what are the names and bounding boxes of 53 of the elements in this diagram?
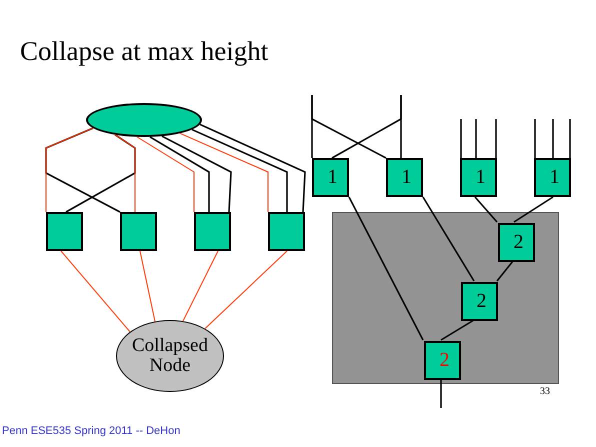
connector-line <box>475 119 477 158</box>
connector-line <box>45 127 120 213</box>
connector-line <box>440 379 442 408</box>
square-node <box>424 341 461 380</box>
connector-line <box>422 196 475 282</box>
connector-line <box>192 128 288 212</box>
square-node <box>386 158 423 197</box>
connector-line <box>460 119 462 158</box>
node-label: 2 <box>438 350 450 371</box>
square-node <box>268 212 305 251</box>
square-node <box>46 212 83 251</box>
collapse-region <box>332 212 559 384</box>
slide-title: Collapse at max height <box>20 36 268 67</box>
node-label: 2 <box>512 232 524 253</box>
square-node <box>312 158 349 197</box>
node-label: 1 <box>474 167 486 188</box>
node-label: 2 <box>476 291 486 312</box>
connector-line <box>496 260 514 282</box>
connector-line <box>46 128 94 212</box>
connector-line <box>204 250 288 330</box>
node-label: 1 <box>548 167 560 188</box>
connector-line <box>66 134 136 213</box>
connector-line <box>332 95 402 159</box>
square-node <box>498 223 535 262</box>
node-label: Collapsed Node <box>131 336 209 376</box>
connector-line <box>136 136 194 212</box>
connector-line <box>474 196 498 223</box>
connector-line <box>200 124 306 212</box>
connector-line <box>495 119 497 158</box>
connector-line <box>311 95 386 159</box>
connector-line <box>552 119 554 158</box>
connector-line <box>348 196 424 340</box>
connector-line <box>162 135 232 212</box>
connector-line <box>440 319 474 341</box>
page-number: 33 <box>540 386 550 397</box>
connector-line <box>534 119 536 158</box>
ellipse-node <box>86 103 202 137</box>
node-label: 1 <box>400 167 412 188</box>
connector-line <box>114 134 136 212</box>
square-node <box>460 158 497 197</box>
connector-line <box>140 250 156 322</box>
connector-line <box>60 250 130 332</box>
footer-text: Penn ESE535 Spring 2011 -- DeHon <box>2 425 180 437</box>
square-node <box>194 212 231 251</box>
connector-line <box>180 132 268 212</box>
connector-line <box>569 119 571 158</box>
square-node <box>120 212 157 251</box>
square-node <box>534 158 571 197</box>
square-node <box>461 282 498 321</box>
connector-line <box>182 250 218 322</box>
connector-line <box>514 196 554 223</box>
connector-line <box>150 136 210 212</box>
node-label: 1 <box>326 167 338 188</box>
